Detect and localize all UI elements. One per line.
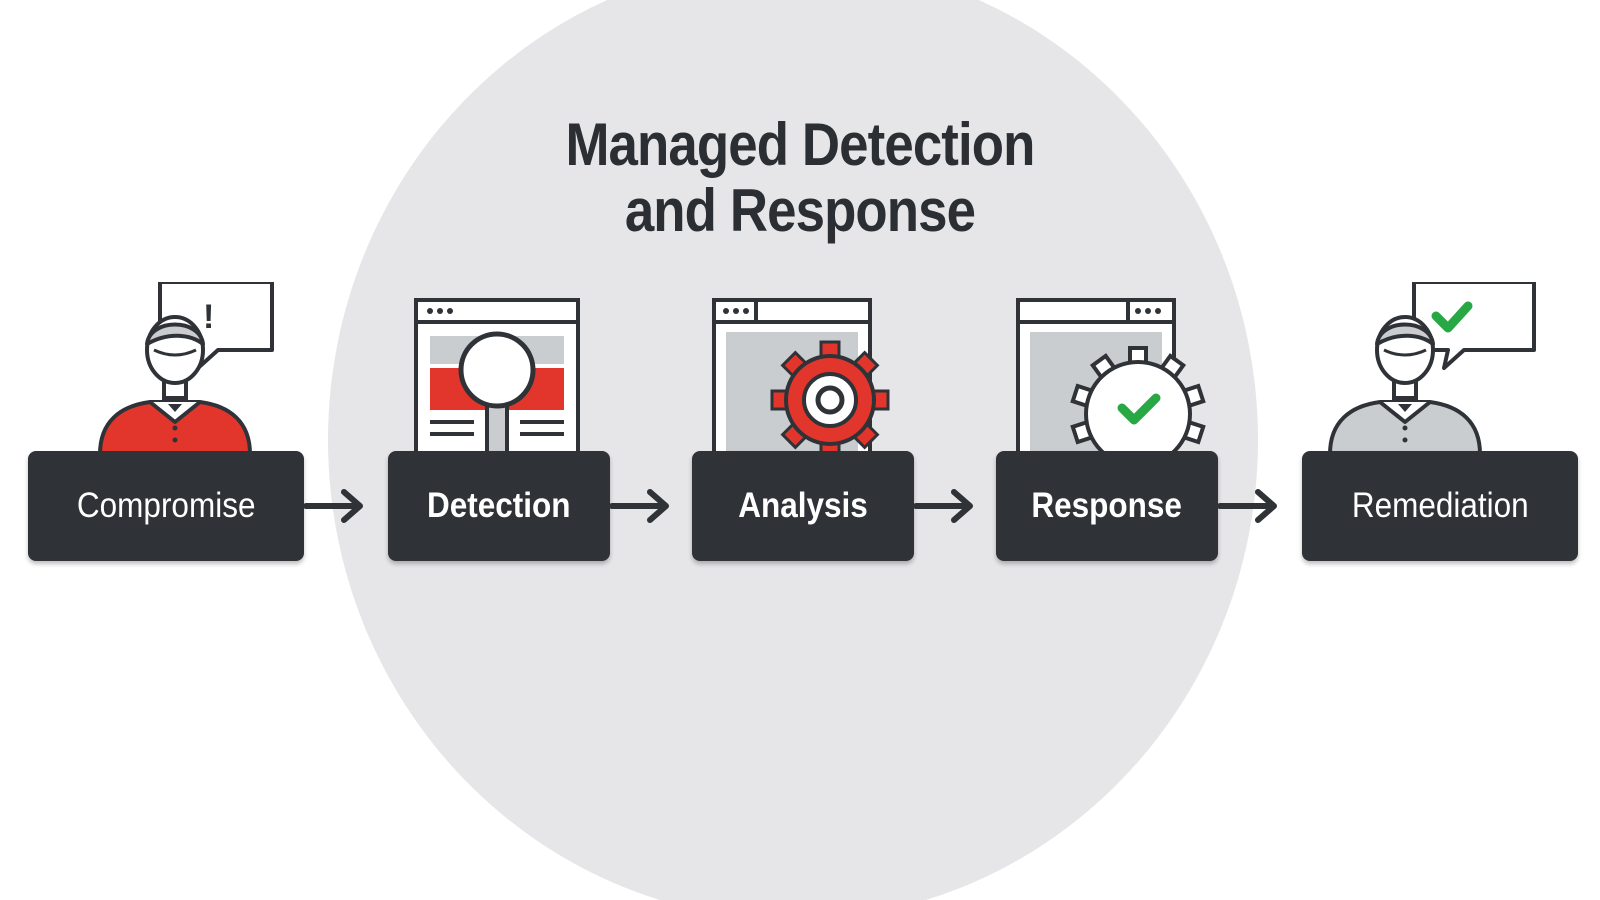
- step-analysis: Analysis: [692, 451, 914, 561]
- alert-mark: !: [203, 298, 215, 336]
- step-label: Remediation: [1351, 486, 1529, 525]
- step-compromise: Compromise: [28, 451, 304, 561]
- window-gear-icon: [712, 298, 890, 456]
- title-line-2: and Response: [624, 177, 976, 244]
- person-alert-icon: [97, 282, 274, 454]
- step-detection: Detection: [388, 451, 610, 561]
- step-response: Response: [996, 451, 1218, 561]
- step-label: Response: [1031, 486, 1183, 525]
- person-check-icon: [1327, 282, 1536, 454]
- step-label: Detection: [427, 486, 571, 525]
- window-gear-check-icon: [1016, 298, 1206, 456]
- arrow-right-icon: [914, 489, 973, 523]
- window-magnifier-icon: [414, 298, 580, 454]
- title-line-1: Managed Detection: [565, 111, 1035, 178]
- step-remediation: Remediation: [1302, 451, 1578, 561]
- arrow-right-icon: [1218, 489, 1277, 523]
- step-label: Compromise: [76, 486, 256, 525]
- diagram-title: Managed Detection and Response: [536, 112, 1064, 244]
- arrow-right-icon: [304, 489, 363, 523]
- arrow-right-icon: [610, 489, 669, 523]
- step-label: Analysis: [738, 486, 868, 525]
